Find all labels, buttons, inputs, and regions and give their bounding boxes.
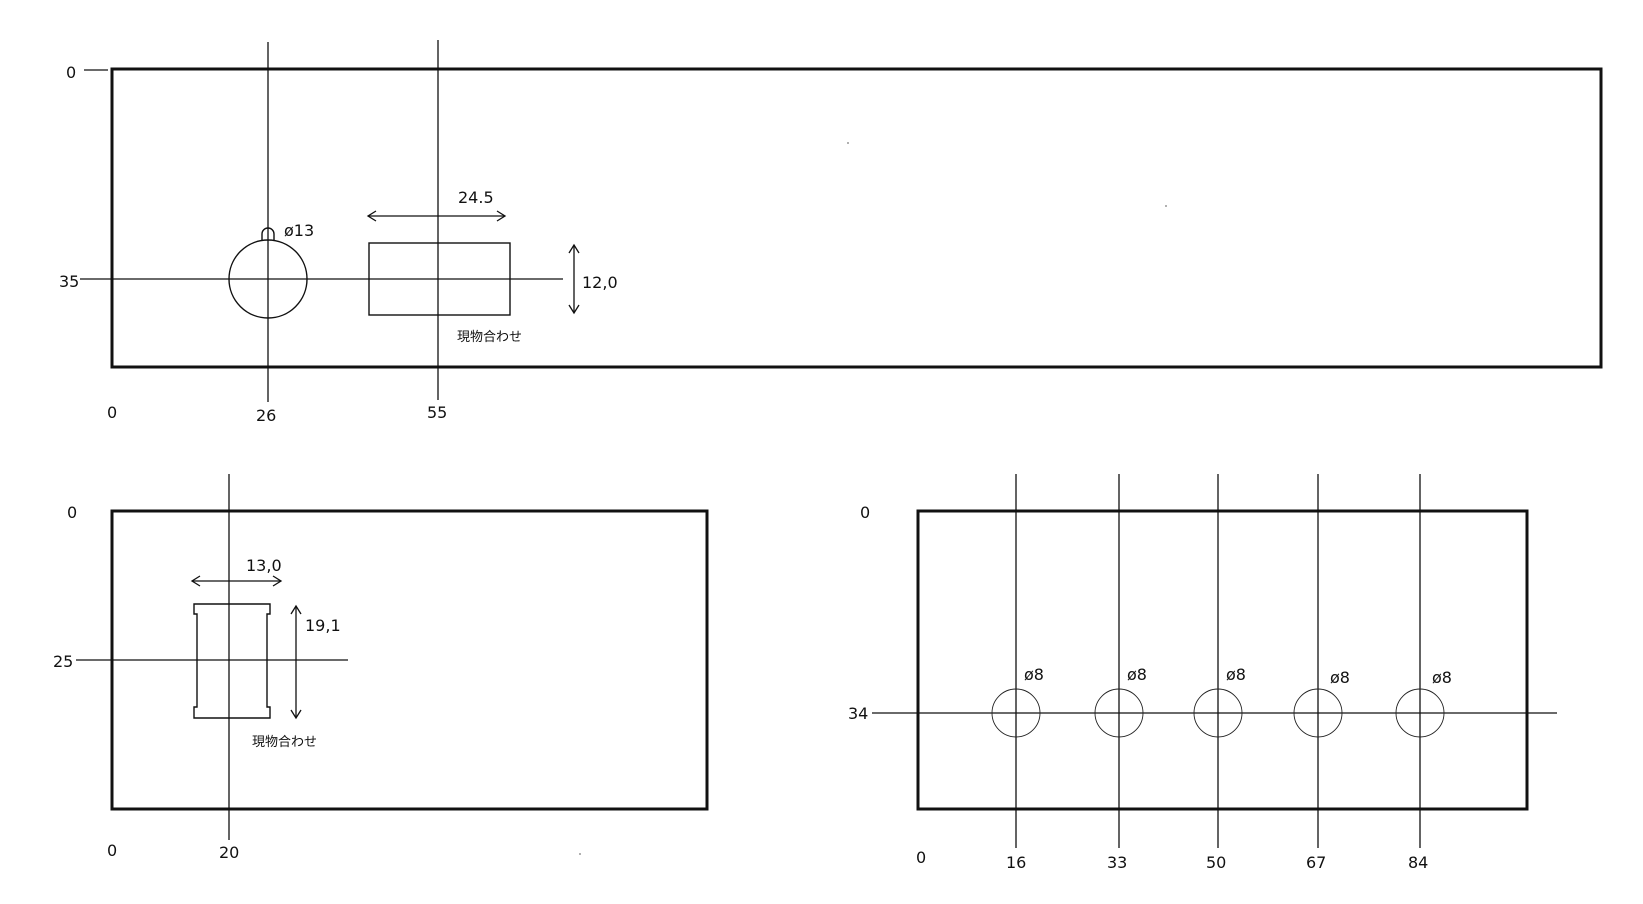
bottom-right-panel: 0 0 34 ø8 16 ø8 33 ø8 50 ø8 67 ø8 84 [848, 474, 1557, 872]
bottom-left-origin-x-label: 0 [107, 841, 117, 860]
top-width-dimension [366, 210, 507, 222]
top-y-mark-35: 35 [59, 272, 79, 291]
top-x-mark-55: 55 [427, 403, 447, 422]
bottom-right-hole-2-label: ø8 [1127, 665, 1147, 684]
bottom-right-hole-4-label: ø8 [1330, 668, 1350, 687]
bottom-right-y-mark-34: 34 [848, 704, 868, 723]
bottom-right-x-mark-33: 33 [1107, 853, 1127, 872]
bottom-right-origin-x-label: 0 [916, 848, 926, 867]
top-panel: 0 0 35 26 55 ø13 24.5 12,0 現物合わせ [59, 40, 1603, 425]
top-panel-outline [110, 67, 1603, 369]
top-height-dimension [568, 243, 580, 315]
bottom-right-hole-1-label: ø8 [1024, 665, 1044, 684]
bottom-left-fit-note: 現物合わせ [252, 735, 317, 750]
bottom-left-width-dimension [190, 575, 283, 587]
bottom-right-hole-3 [1193, 688, 1243, 738]
bottom-right-origin-y-label: 0 [860, 503, 870, 522]
bottom-right-hole-1 [991, 688, 1041, 738]
top-round-hole [228, 239, 308, 319]
bottom-left-panel: 0 0 25 20 13,0 19,1 現物合わせ [53, 474, 709, 862]
bottom-right-x-mark-67: 67 [1306, 853, 1326, 872]
top-origin-y-label: 0 [66, 63, 76, 82]
bottom-right-hole-3-label: ø8 [1226, 665, 1246, 684]
bottom-right-x-mark-84: 84 [1408, 853, 1428, 872]
top-width-label: 24.5 [458, 188, 494, 207]
top-x-mark-26: 26 [256, 406, 276, 425]
bottom-left-y-mark-25: 25 [53, 652, 73, 671]
bottom-left-height-label: 19,1 [305, 616, 341, 635]
top-origin-x-label: 0 [107, 403, 117, 422]
bottom-right-x-mark-16: 16 [1006, 853, 1026, 872]
top-hole-diameter-label: ø13 [284, 221, 314, 240]
paper-speck [1165, 205, 1167, 207]
bottom-right-hole-5-label: ø8 [1432, 668, 1452, 687]
bottom-left-rect-cutout [193, 603, 271, 719]
bottom-left-height-dimension [290, 604, 302, 720]
bottom-left-width-label: 13,0 [246, 556, 282, 575]
top-fit-note: 現物合わせ [457, 330, 522, 345]
top-height-label: 12,0 [582, 273, 618, 292]
top-rect-cutout [368, 242, 511, 316]
bottom-left-x-mark-20: 20 [219, 843, 239, 862]
bottom-left-origin-y-label: 0 [67, 503, 77, 522]
bottom-right-hole-4 [1293, 688, 1343, 738]
paper-speck [847, 142, 849, 144]
bottom-right-hole-2 [1094, 688, 1144, 738]
bottom-right-hole-5 [1395, 688, 1445, 738]
bottom-right-panel-outline [916, 509, 1529, 811]
top-hole-notch [261, 227, 275, 241]
paper-speck [579, 853, 581, 855]
bottom-right-x-mark-50: 50 [1206, 853, 1226, 872]
